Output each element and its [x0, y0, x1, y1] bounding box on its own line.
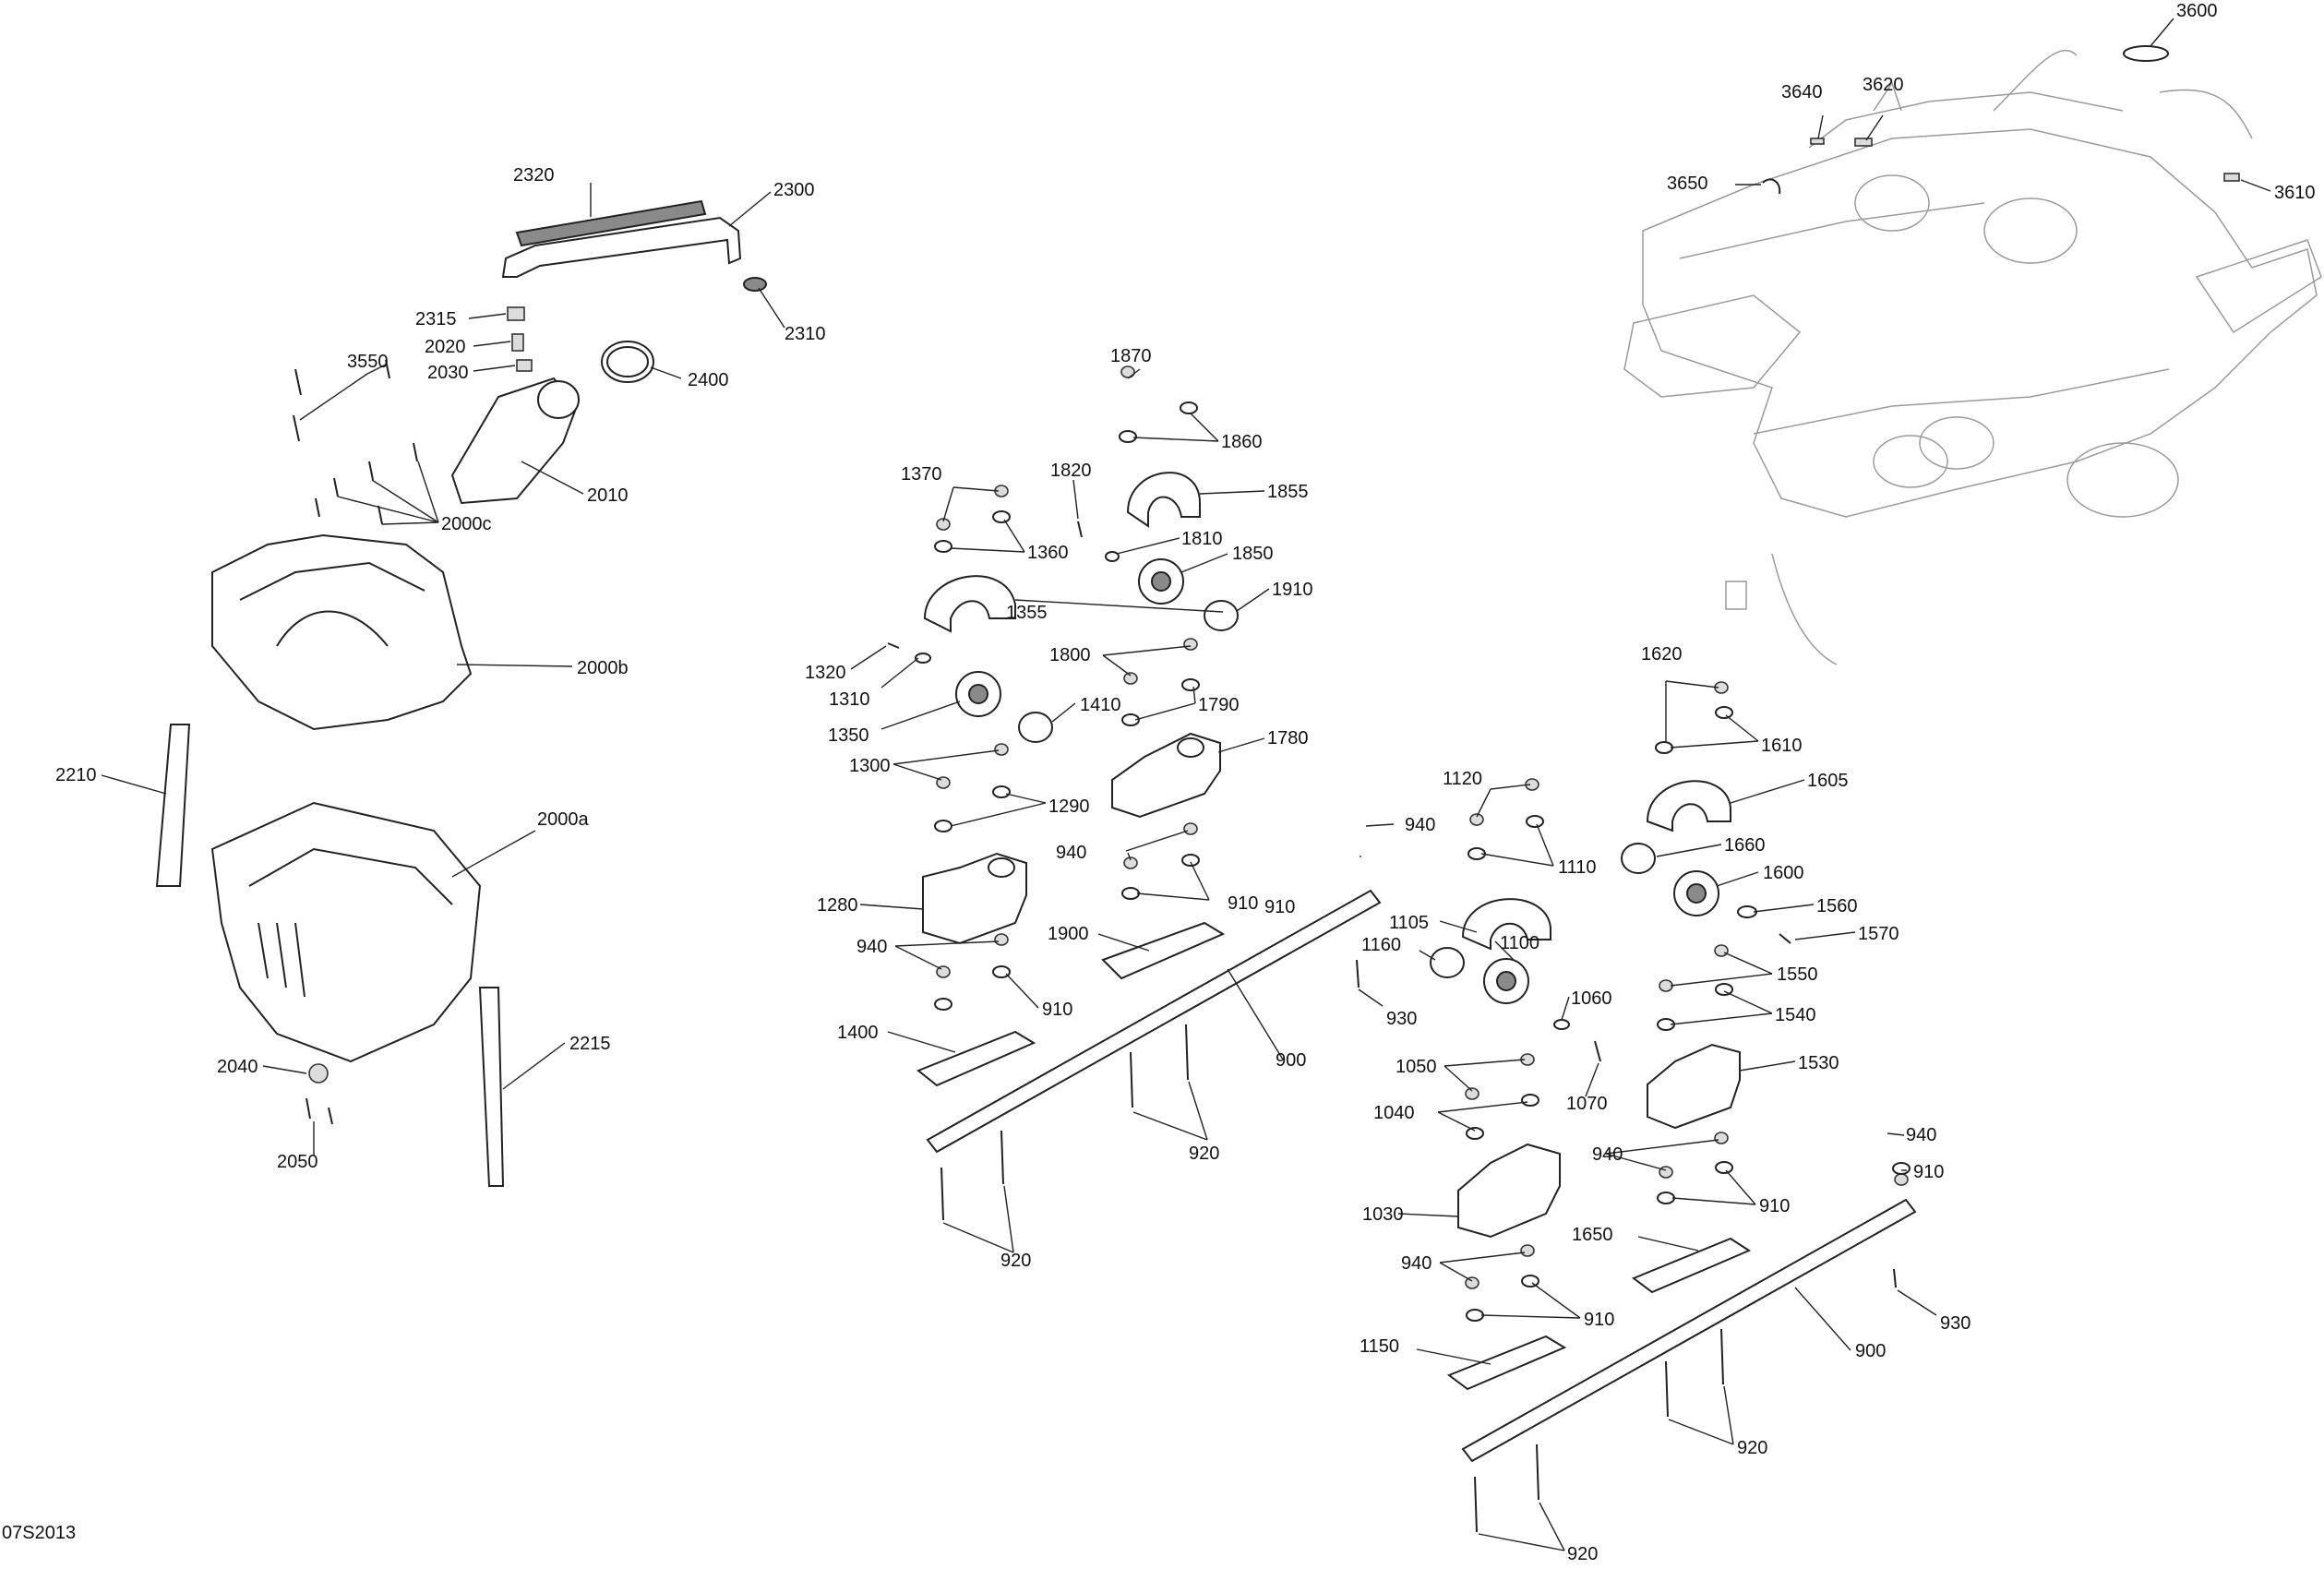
callout-900a: 900 — [1276, 1050, 1306, 1071]
callout-1050: 1050 — [1396, 1057, 1437, 1077]
callout-920d: 920 — [1567, 1544, 1598, 1564]
callout-3640: 3640 — [1781, 82, 1823, 102]
callout-1570: 1570 — [1858, 924, 1899, 944]
callout-1290: 1290 — [1048, 796, 1090, 817]
callout-1910: 1910 — [1272, 580, 1313, 600]
callout-1120: 1120 — [1443, 769, 1482, 789]
callout-2315: 2315 — [415, 309, 457, 329]
callout-1100: 1100 — [1500, 933, 1539, 953]
callout-3620: 3620 — [1863, 75, 1904, 95]
callout-2000b: 2000b — [577, 658, 629, 678]
callout-940c: 940 — [857, 937, 887, 957]
callout-1810: 1810 — [1181, 529, 1223, 549]
callout-910a: 910 — [1264, 897, 1295, 917]
callout-1550: 1550 — [1777, 964, 1818, 985]
callout-910c: 910 — [1042, 1000, 1072, 1020]
callout-1360: 1360 — [1027, 543, 1069, 563]
callout-1310: 1310 — [829, 689, 870, 710]
callout-1850: 1850 — [1232, 544, 1274, 564]
callout-1780: 1780 — [1267, 728, 1309, 749]
callout-1610: 1610 — [1761, 736, 1803, 756]
callout-2000a: 2000a — [537, 809, 589, 830]
callout-920a: 920 — [1189, 1144, 1219, 1164]
callout-1560: 1560 — [1816, 896, 1858, 916]
callout-2020: 2020 — [425, 337, 466, 357]
callout-940d: 940 — [1592, 1144, 1623, 1165]
callout-2215: 2215 — [569, 1034, 611, 1054]
callout-1350: 1350 — [828, 725, 869, 746]
callout-2030: 2030 — [427, 363, 469, 383]
callout-3550: 3550 — [347, 352, 389, 372]
callout-1620: 1620 — [1641, 644, 1683, 665]
callout-1800: 1800 — [1049, 645, 1091, 665]
callout-1030: 1030 — [1362, 1204, 1404, 1225]
leader-lines — [101, 18, 2271, 1551]
callout-940f: 940 — [1401, 1253, 1432, 1274]
callout-1355: 1355 — [1006, 603, 1048, 623]
callout-1600: 1600 — [1763, 863, 1804, 883]
callout-1860: 1860 — [1221, 432, 1263, 452]
callout-1790: 1790 — [1198, 695, 1240, 715]
callout-1150: 1150 — [1360, 1336, 1399, 1357]
airbox-assembly — [155, 199, 767, 1187]
callout-1320: 1320 — [805, 663, 846, 683]
callout-1605: 1605 — [1807, 771, 1849, 791]
callout-1410: 1410 — [1080, 695, 1121, 715]
callout-1040: 1040 — [1373, 1103, 1415, 1123]
callout-1070: 1070 — [1566, 1094, 1608, 1114]
callout-3650: 3650 — [1667, 174, 1708, 194]
callout-940e: 940 — [1906, 1125, 1936, 1145]
callout-910f: 910 — [1584, 1310, 1614, 1330]
callout-940b: 940 — [1056, 843, 1086, 863]
callout-2210: 2210 — [55, 765, 97, 785]
engine-reference-drawing — [1623, 45, 2322, 665]
callout-3610: 3610 — [2274, 183, 2316, 203]
callout-2040: 2040 — [217, 1057, 258, 1077]
callout-2010: 2010 — [587, 485, 629, 506]
callout-1110: 1110 — [1558, 857, 1597, 878]
callout-930a: 930 — [1386, 1009, 1417, 1029]
callout-940a: 940 — [1405, 815, 1435, 835]
callout-2400: 2400 — [688, 370, 729, 390]
callout-920b: 920 — [1000, 1251, 1031, 1271]
mount-assembly-right — [1356, 681, 1917, 1533]
callout-2310: 2310 — [785, 324, 826, 344]
callout-1300: 1300 — [849, 756, 891, 776]
callout-1660: 1660 — [1724, 835, 1766, 856]
callout-1870: 1870 — [1110, 346, 1152, 366]
callout-910b: 910 — [1228, 893, 1258, 914]
callout-910d: 910 — [1759, 1196, 1790, 1216]
callout-900b: 900 — [1855, 1341, 1886, 1361]
diagram-code: 07S2013 — [2, 1523, 76, 1543]
callout-930b: 930 — [1940, 1313, 1971, 1334]
callout-2300: 2300 — [773, 180, 815, 200]
callout-1650: 1650 — [1572, 1225, 1613, 1245]
callout-1105: 1105 — [1389, 913, 1429, 933]
callout-1540: 1540 — [1775, 1005, 1816, 1025]
callout-1400: 1400 — [837, 1023, 879, 1043]
callout-labels: 3600 3620 3640 3650 3610 2320 2300 2310 2315 2020… — [55, 1, 2316, 1564]
mount-assembly-middle — [887, 365, 1382, 1221]
callout-910e: 910 — [1913, 1162, 1944, 1182]
callout-2320: 2320 — [513, 165, 555, 186]
callout-3600: 3600 — [2176, 1, 2218, 21]
callout-1820: 1820 — [1050, 461, 1092, 481]
callout-2000c: 2000c — [441, 514, 492, 534]
callout-1530: 1530 — [1798, 1053, 1839, 1073]
callout-1280: 1280 — [817, 895, 858, 916]
callout-1160: 1160 — [1361, 935, 1401, 955]
callout-1855: 1855 — [1267, 482, 1309, 502]
callout-920c: 920 — [1737, 1438, 1767, 1458]
callout-2050: 2050 — [277, 1152, 318, 1172]
callout-1900: 1900 — [1048, 924, 1089, 944]
callout-1060: 1060 — [1571, 988, 1612, 1009]
callout-1370: 1370 — [901, 464, 942, 485]
